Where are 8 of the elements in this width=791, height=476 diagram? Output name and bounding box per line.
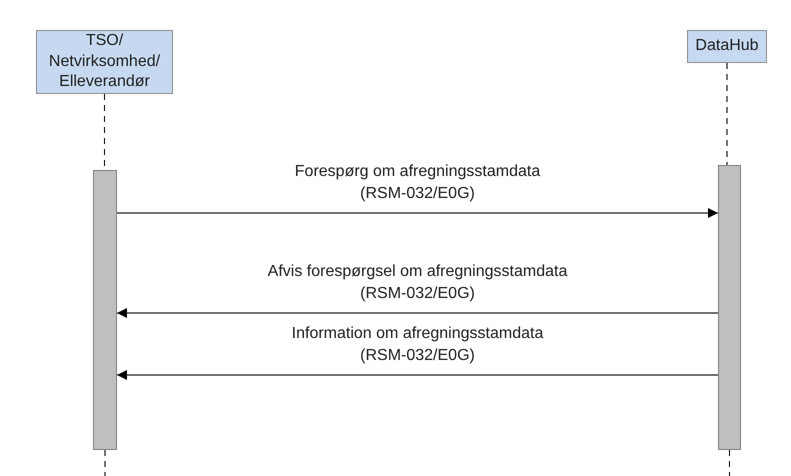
activation-bar bbox=[718, 165, 741, 450]
lifeline bbox=[726, 62, 728, 166]
message-arrow bbox=[116, 208, 718, 218]
participant-box: DataHub bbox=[687, 30, 767, 63]
participant-box: TSO/ Netvirksomhed/ Elleverandør bbox=[36, 30, 173, 94]
message-arrow bbox=[116, 308, 718, 318]
message-arrow bbox=[116, 370, 718, 380]
activation-bar bbox=[93, 170, 117, 450]
